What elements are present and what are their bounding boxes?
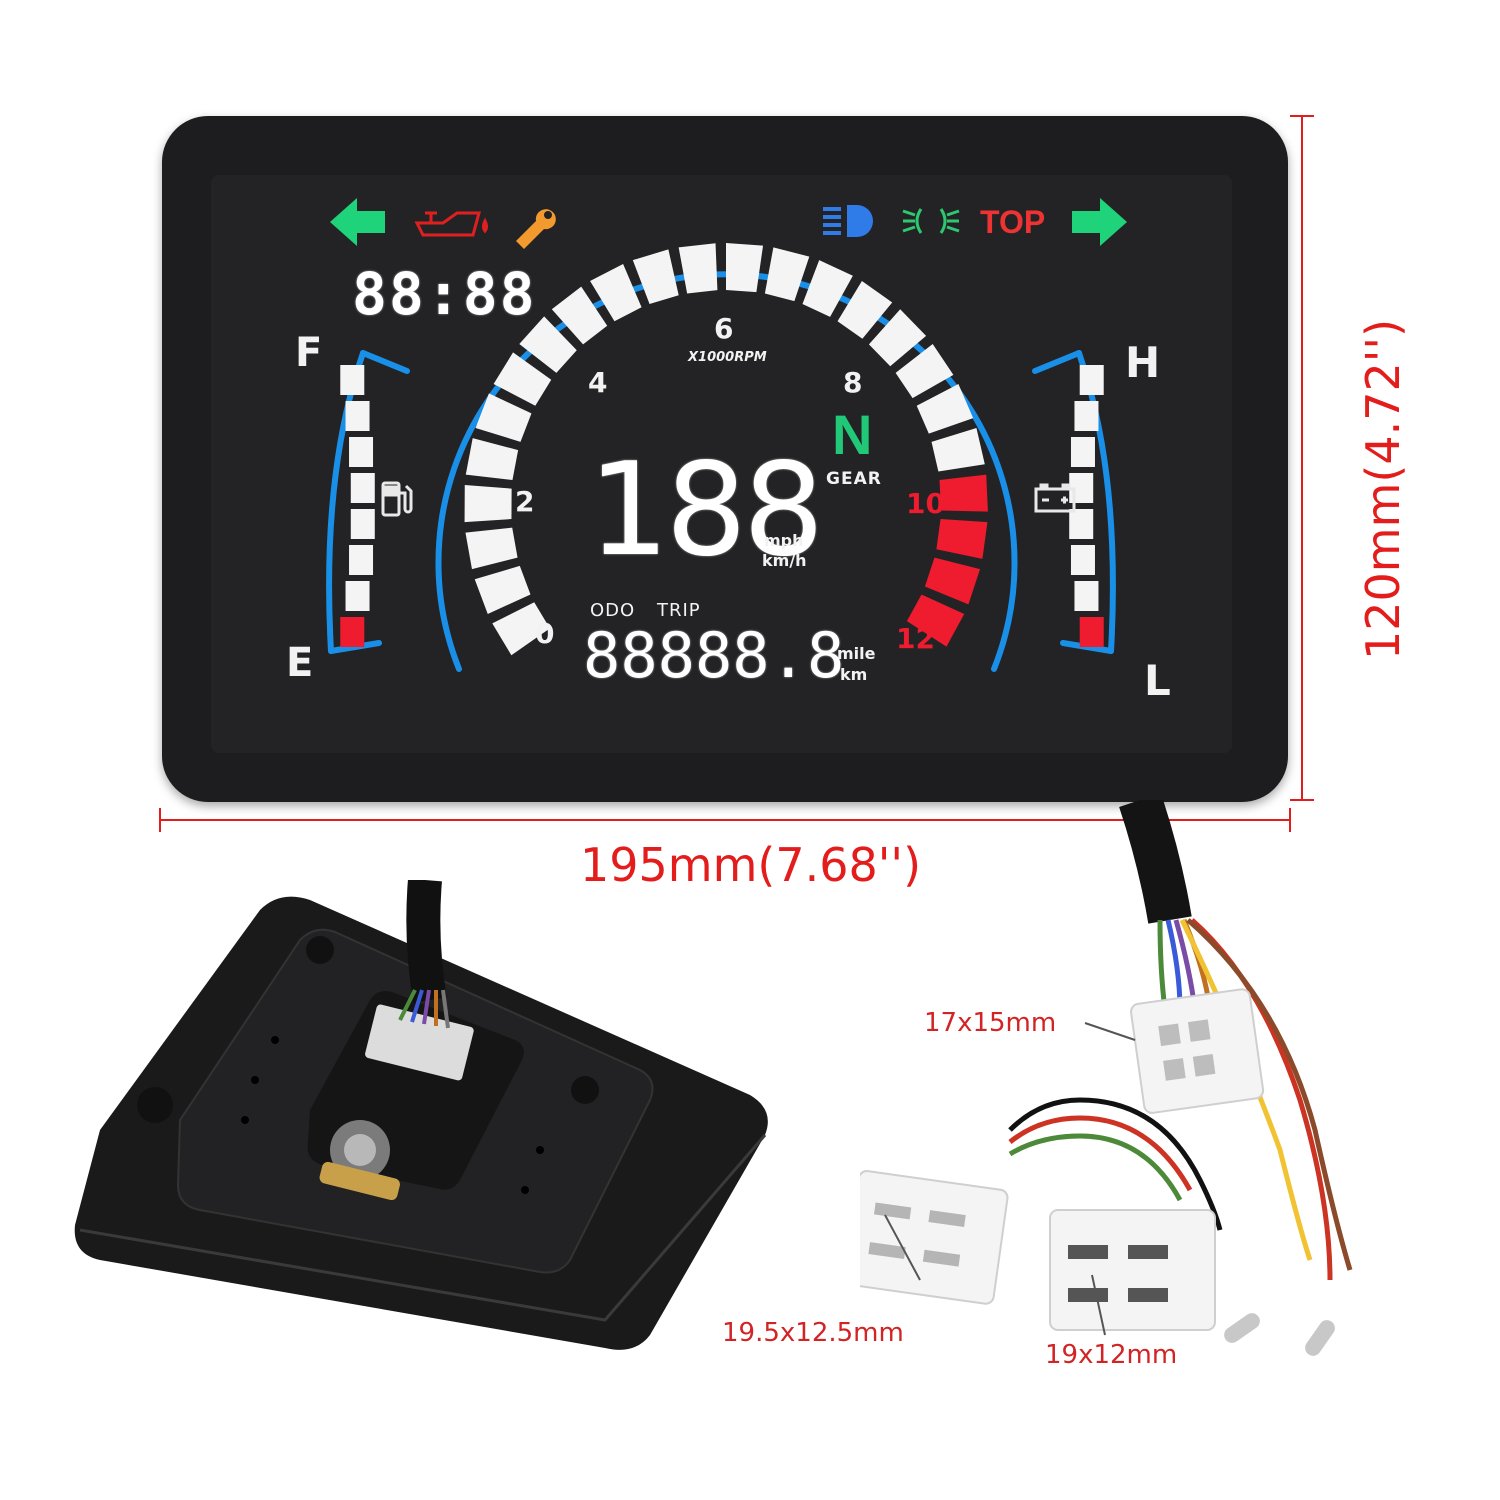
high-beam-icon (823, 205, 873, 237)
rpm-tick-6: 6 (714, 312, 734, 345)
rpm-segment (726, 243, 764, 293)
connector-19-5x12-5 (860, 1170, 1009, 1305)
rpm-segment (492, 602, 550, 656)
fuel-full-label: F (295, 330, 323, 376)
rpm-segment (837, 281, 893, 339)
fuel-segment (340, 617, 365, 647)
rpm-segment (493, 352, 552, 406)
fuel-segment (350, 509, 375, 539)
right-indicators: TOP (823, 198, 1127, 246)
fuel-segment (340, 365, 365, 395)
speed-unit-kmh: km/h (762, 551, 807, 570)
rpm-tick-8: 8 (843, 366, 863, 399)
temp-high-label: H (1125, 338, 1161, 387)
temp-segment (1079, 365, 1104, 395)
rpm-segment (802, 260, 853, 317)
gear-label: GEAR (826, 469, 882, 489)
rpm-segment (519, 316, 577, 373)
fuel-segment (349, 437, 374, 467)
distance-unit-mile: mile (837, 644, 876, 663)
fuel-segment (345, 401, 370, 431)
top-indicator: TOP (980, 204, 1045, 240)
odo-label: ODO (590, 600, 636, 621)
temp-segment (1074, 581, 1099, 611)
fuel-segment (345, 581, 370, 611)
wrench-icon (516, 209, 556, 249)
rpm-tick-2: 2 (515, 485, 535, 518)
wiring-harness (860, 800, 1353, 1356)
connector-label-17x15: 17x15mm (924, 1008, 1057, 1038)
rpm-segment (868, 309, 927, 367)
gear-indicator: N (832, 403, 873, 466)
bullet-terminal-2 (1305, 1320, 1335, 1356)
left-turn-signal-icon (330, 198, 385, 246)
oil-pressure-icon (414, 211, 488, 237)
temp-segment (1070, 437, 1095, 467)
rpm-unit-label: X1000RPM (688, 350, 767, 365)
rpm-segment (678, 243, 718, 294)
odometer-display: 88888.8 (583, 619, 845, 692)
rpm-segment (551, 286, 608, 345)
width-dimension-label: 195mm(7.68'') (580, 838, 922, 892)
connector-17x15 (1130, 988, 1265, 1114)
clock-display: 88:88 (352, 260, 537, 328)
rpm-segment (632, 249, 679, 305)
trip-label: TRIP (657, 600, 701, 621)
fuel-empty-label: E (286, 640, 314, 686)
right-turn-signal-icon (1072, 198, 1127, 246)
rpm-segment (936, 519, 988, 559)
temp-bar-segments (1069, 365, 1104, 647)
rpm-tick-4: 4 (588, 366, 608, 399)
bullet-terminal-1 (1224, 1313, 1260, 1343)
fuel-segment (350, 473, 375, 503)
parking-lights-icon (902, 208, 960, 234)
rpm-segment (465, 438, 519, 481)
rpm-segment (590, 264, 642, 322)
temp-low-label: L (1144, 656, 1171, 705)
rpm-bar-segments (464, 243, 988, 656)
rpm-segment (464, 485, 512, 523)
rpm-segment (931, 428, 985, 472)
battery-icon (1034, 483, 1076, 513)
rpm-segment (906, 594, 965, 647)
rpm-segment (764, 247, 810, 302)
connector-label-19x12: 19x12mm (1045, 1340, 1178, 1370)
fuel-bar-segments (340, 365, 375, 647)
rpm-segment (474, 565, 531, 614)
connector-19x12 (1049, 1209, 1216, 1331)
rpm-tick-10: 10 (906, 487, 945, 520)
speed-display: 188 (588, 436, 824, 585)
rpm-segment (939, 474, 988, 512)
temp-segment (1069, 509, 1094, 539)
rpm-segment (916, 384, 974, 434)
fuel-pump-icon (381, 481, 413, 517)
rpm-tick-12: 12 (896, 622, 935, 655)
speed-unit-mph: mph (764, 531, 804, 550)
rpm-segment (924, 557, 981, 605)
rpm-segment (895, 343, 954, 399)
rpm-segment (475, 393, 532, 442)
temp-segment (1079, 617, 1104, 647)
rpm-segment (465, 527, 518, 570)
temp-segment (1074, 401, 1099, 431)
temp-segment (1070, 545, 1095, 575)
gauge-graphics (326, 243, 1116, 672)
distance-unit-km: km (840, 665, 868, 684)
height-dimension-label: 120mm(4.72'') (1356, 318, 1410, 660)
connector-label-19-5x12-5: 19.5x12.5mm (722, 1318, 904, 1348)
left-indicators (330, 198, 556, 249)
unit-back-view (74, 880, 768, 1350)
rpm-tick-0: 0 (535, 617, 555, 650)
fuel-segment (349, 545, 374, 575)
